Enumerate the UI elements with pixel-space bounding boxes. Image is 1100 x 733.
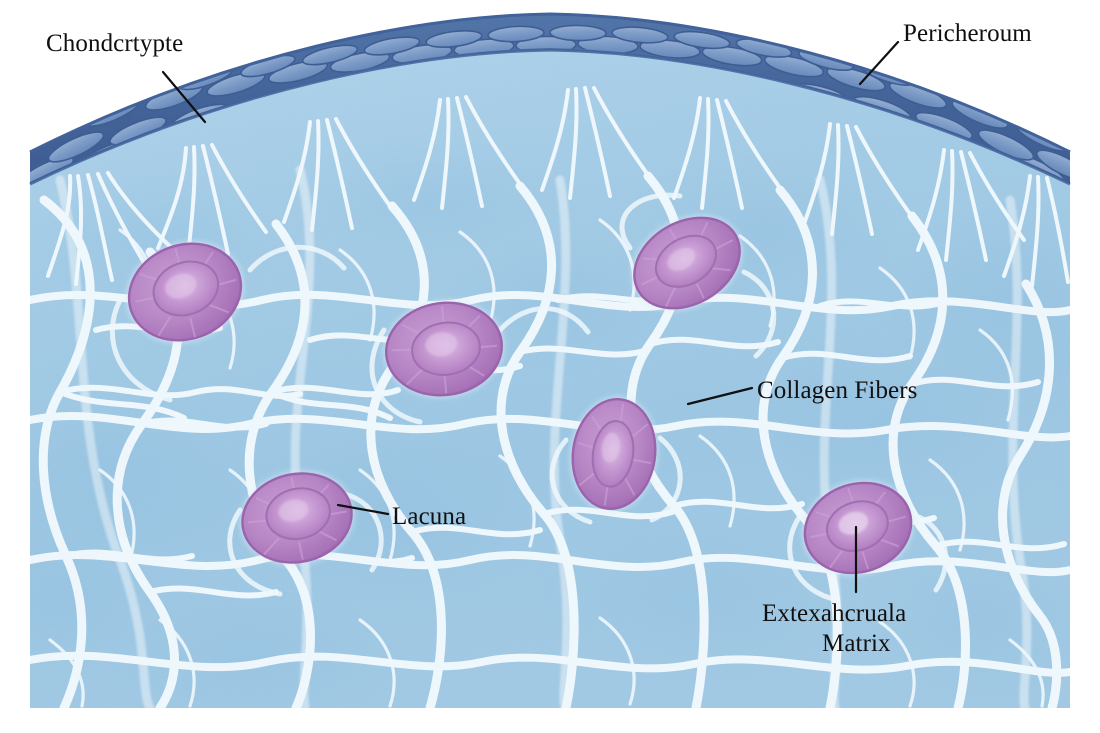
leader-perichondrium [858,40,900,86]
chondrocyte-cell [126,240,244,344]
leader-lacuna [336,503,390,516]
label-perichondrium: Pericheroum [903,20,1032,47]
leader-lines [161,40,900,594]
chondrocyte-cell [383,299,505,399]
leader-collagen [686,386,754,406]
label-extracellular-matrix-line1: Extexahcruala [762,600,907,627]
label-lacuna: Lacuna [392,503,467,530]
label-chondrocyte: Chondcrtypte [46,30,184,57]
label-extracellular-matrix-line2: Matrix [822,630,891,657]
leader-chondrocyte [161,70,207,124]
chondrocyte-cell [801,479,915,577]
chondrocyte-cell [239,470,355,566]
chondrocyte-cells [126,214,915,577]
chondrocyte-cell [631,214,743,312]
label-collagen-fibers: Collagen Fibers [757,377,918,404]
chondrocyte-cell [569,396,659,512]
